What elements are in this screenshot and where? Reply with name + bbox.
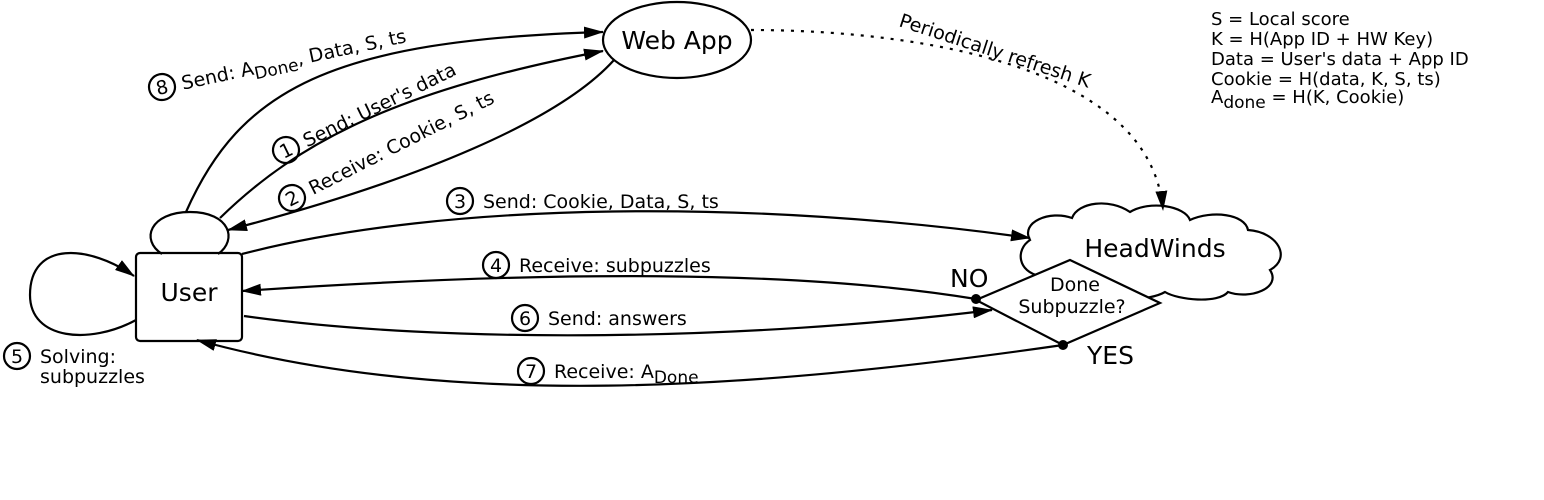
step-1-badge (271, 135, 301, 165)
step-3-number: 3 (454, 191, 466, 213)
step-7-number: 7 (525, 361, 537, 383)
headwinds-label: HeadWinds (1084, 234, 1225, 263)
step-5-badge (2, 341, 32, 371)
legend-line-5: Adone = H(K, Cookie) (1211, 87, 1404, 113)
decision-label-line2: Subpuzzle? (1018, 296, 1125, 318)
edge-4: 4 Receive: subpuzzles (241, 250, 977, 301)
yes-label: YES (1086, 341, 1134, 370)
edge-7: 7 Receive: ADone (196, 338, 1064, 388)
web-app-node: Web App (601, 0, 753, 80)
step-6-badge (510, 303, 540, 333)
web-app-label: Web App (621, 26, 732, 55)
edge-6: 6 Send: answers (243, 303, 993, 337)
edge-3: 3 Send: Cookie, Data, S, ts (241, 186, 1031, 256)
step-3-badge (445, 186, 475, 216)
step-7-label: Receive: ADone (554, 361, 699, 388)
decision-diamond: Done Subpuzzle? NO YES (950, 258, 1163, 370)
legend-line-4: Cookie = H(data, K, S, ts) (1211, 69, 1441, 90)
step-8-badge (147, 72, 177, 102)
legend: S = Local score K = H(App ID + HW Key) D… (1211, 9, 1469, 113)
step-8-number: 8 (154, 76, 170, 100)
refresh-edge: Periodically refresh K (750, 10, 1168, 211)
step-4-label: Receive: subpuzzles (519, 255, 711, 277)
step-4-badge (481, 250, 511, 280)
user-label: User (161, 278, 219, 307)
legend-line-1: S = Local score (1211, 9, 1350, 30)
edge-5: 5 Solving: subpuzzles (2, 252, 145, 388)
step-6-number: 6 (519, 308, 531, 330)
no-label: NO (950, 264, 988, 293)
step-7-badge (516, 356, 546, 386)
step-2-badge (277, 183, 307, 213)
legend-line-2: K = H(App ID + HW Key) (1211, 29, 1433, 50)
legend-line-3: Data = User's data + App ID (1211, 49, 1469, 70)
step-5-number: 5 (11, 346, 23, 368)
user-node: User (134, 210, 244, 343)
decision-label-line1: Done (1050, 274, 1100, 296)
step-3-label: Send: Cookie, Data, S, ts (483, 191, 719, 213)
refresh-label: Periodically refresh K (896, 10, 1093, 93)
step-6-label: Send: answers (548, 308, 687, 330)
step-5-label-line2: subpuzzles (40, 366, 145, 388)
step-5-label-line1: Solving: (40, 346, 116, 368)
step-4-number: 4 (490, 255, 502, 277)
